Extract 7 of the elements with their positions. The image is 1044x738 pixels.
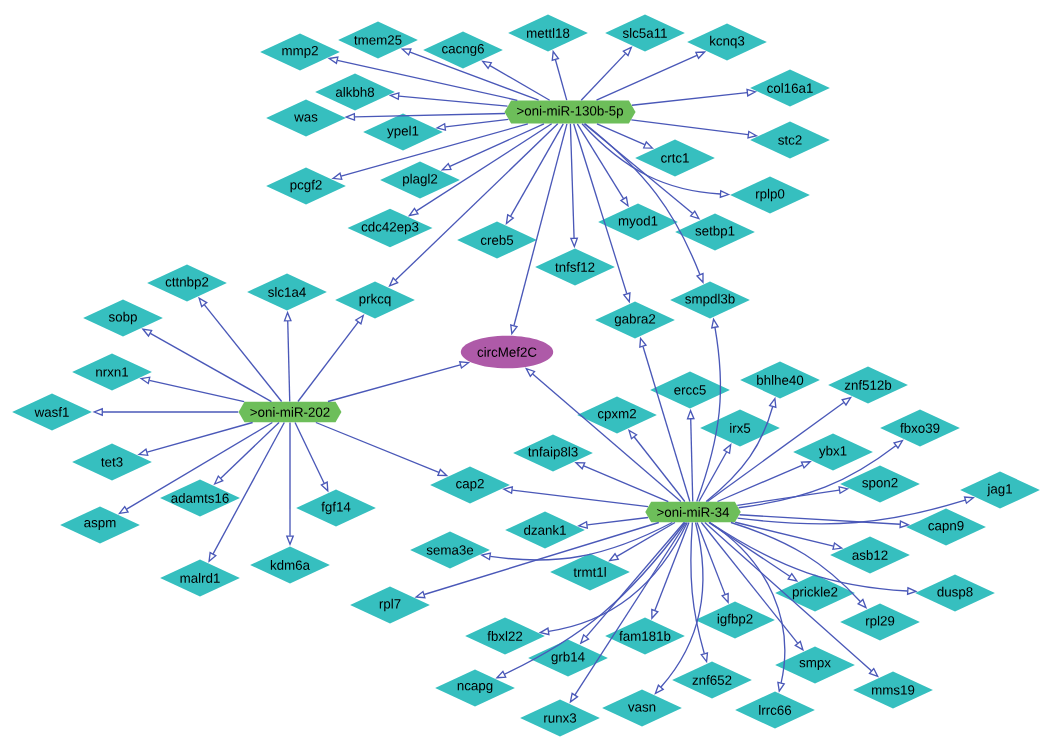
arrow bbox=[654, 521, 704, 695]
mirna-hexagon: >oni-miR-34 bbox=[645, 501, 741, 523]
mirna-hexagon: >oni-miR-130b-5p bbox=[504, 100, 636, 124]
mirna-hexagon: >oni-miR-202 bbox=[238, 401, 342, 423]
arrow bbox=[737, 439, 904, 509]
arrow bbox=[505, 123, 564, 225]
arrow bbox=[608, 521, 676, 562]
